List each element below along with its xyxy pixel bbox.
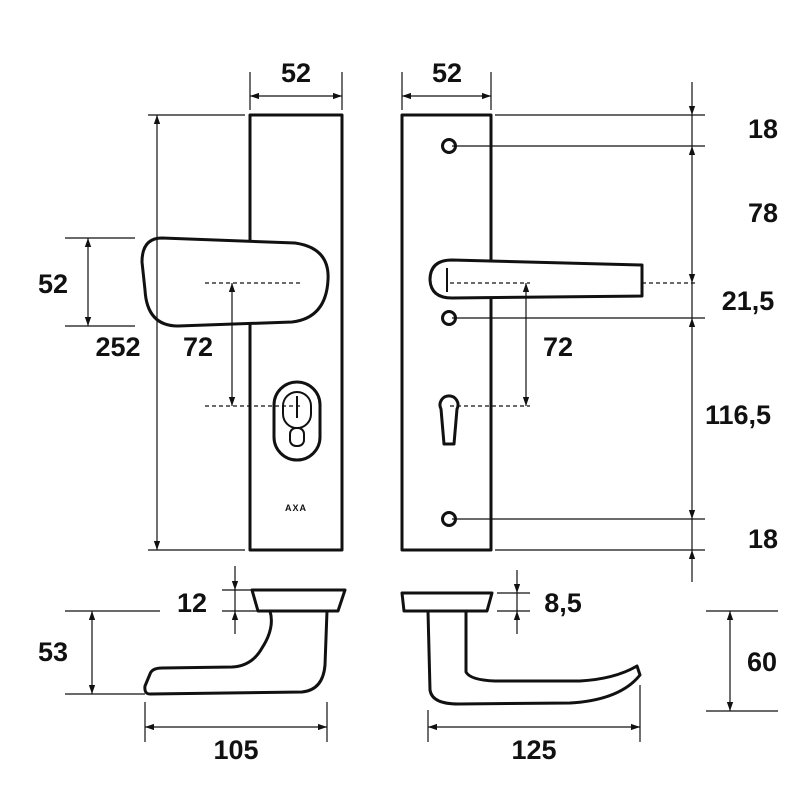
back-center-label: 72 (543, 332, 573, 362)
to-bottom-hole-label: 116,5 (705, 400, 771, 430)
right-lever-profile (426, 609, 642, 706)
back-lever (428, 258, 644, 300)
back-backplate (400, 113, 493, 552)
handle-offset-label: 21,5 (722, 286, 775, 316)
bottom-view-left (143, 588, 347, 696)
knob-height-label: 52 (38, 269, 68, 299)
right-rose-profile (400, 591, 494, 613)
cylinder-escutcheon (272, 380, 322, 462)
left-projection-label: 53 (38, 637, 68, 667)
left-lever-profile (143, 609, 329, 696)
back-view (400, 113, 695, 552)
keyhole (438, 394, 460, 446)
top-margin-label: 18 (748, 114, 778, 144)
to-handle-label: 78 (748, 198, 778, 228)
brand-mark: AXA (285, 503, 307, 513)
total-height-label: 252 (95, 332, 140, 362)
dimensions: 52 52 252 52 72 72 18 78 (38, 58, 778, 765)
left-rose-profile (250, 588, 347, 613)
front-view: AXA (140, 113, 344, 552)
front-width-label: 52 (281, 58, 311, 88)
right-length-label: 125 (511, 735, 556, 765)
right-plate-thickness-label: 8,5 (544, 588, 582, 618)
bottom-margin-label: 18 (748, 524, 778, 554)
front-knob (140, 236, 330, 328)
left-plate-thickness-label: 12 (177, 588, 207, 618)
left-length-label: 105 (213, 735, 258, 765)
right-projection-label: 60 (747, 647, 777, 677)
front-backplate (248, 113, 344, 552)
front-center-label: 72 (183, 332, 213, 362)
back-width-label: 52 (432, 58, 462, 88)
cylinder-lower (289, 427, 305, 447)
bottom-view-right (400, 591, 642, 706)
